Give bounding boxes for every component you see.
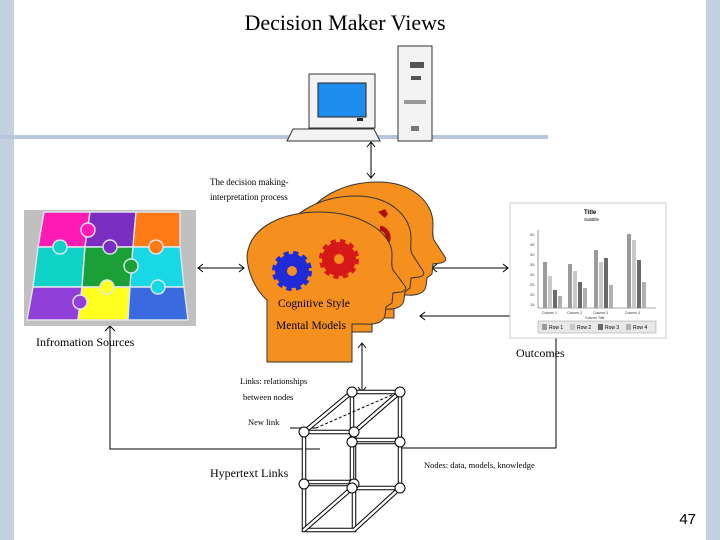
blue-gear-icon: [272, 251, 312, 291]
process-label-line1: The decision making-: [210, 177, 289, 187]
hypertext-links-label: Hypertext Links: [210, 466, 289, 480]
red-gear-icon: [319, 239, 359, 279]
chart-thumb-tick-2: 45: [530, 242, 535, 247]
mental-models-label: Mental Models: [276, 320, 346, 332]
information-sources-puzzle: [24, 210, 196, 326]
chart-thumb-tick-4: 35: [530, 262, 535, 267]
links-label-line1: Links: relationships: [240, 376, 308, 386]
computer-icon: [286, 45, 433, 142]
chart-thumb-cat-2: Column 2: [567, 311, 582, 315]
chart-thumb-tick-8: 15: [530, 302, 535, 307]
cognitive-style-label: Cognitive Style: [278, 298, 350, 310]
chart-thumb-cat-4: Column 4: [625, 311, 640, 315]
chart-thumb-cat-1: Column 1: [542, 311, 557, 315]
chart-thumb-tick-5: 30: [530, 272, 535, 277]
process-label-line2: interpretation process: [210, 192, 288, 202]
chart-thumb-legend: Row 1 Row 2 Row 3 Row 4: [542, 324, 647, 331]
chart-thumb-legend-3: Row 3: [605, 325, 619, 331]
chart-thumb-subtitle: Subtitle: [584, 217, 600, 222]
chart-thumb-title: Title: [584, 210, 597, 216]
head-front: [246, 211, 407, 363]
information-sources-label: Infromation Sources: [36, 335, 135, 349]
slide-title: Decision Maker Views: [244, 10, 446, 35]
chart-thumb-tick-1: 50: [530, 232, 535, 237]
chart-thumb-tick-7: 20: [530, 292, 535, 297]
nodes-label: Nodes: data, models, knowledge: [424, 460, 535, 470]
chart-thumb-x-label: Column Title: [585, 316, 605, 320]
new-link-label: New link: [248, 417, 280, 427]
chart-thumb-tick-6: 25: [530, 282, 535, 287]
chart-thumb-bars: [543, 234, 646, 308]
chart-thumb-tick-3: 40: [530, 252, 535, 257]
outcomes-label: Outcomes: [516, 346, 565, 360]
right-side-bar: [706, 0, 720, 540]
chart-thumb-legend-1: Row 1: [549, 325, 563, 331]
cube-nodes: [298, 386, 406, 494]
outcomes-chart-thumbnail: Title Subtitle 50 45 40 35 30 25 20 15: [509, 202, 667, 339]
top-divider-bar: [0, 135, 548, 139]
page-number: 47: [679, 511, 696, 528]
links-label-line2: between nodes: [243, 392, 294, 402]
connectors: [104, 141, 557, 450]
chart-thumb-legend-2: Row 2: [577, 325, 591, 331]
hypertext-network-cube: [301, 389, 403, 533]
chart-thumb-cat-3: Column 3: [593, 311, 608, 315]
chart-thumb-legend-4: Row 4: [633, 325, 647, 331]
left-side-bar: [0, 0, 14, 540]
